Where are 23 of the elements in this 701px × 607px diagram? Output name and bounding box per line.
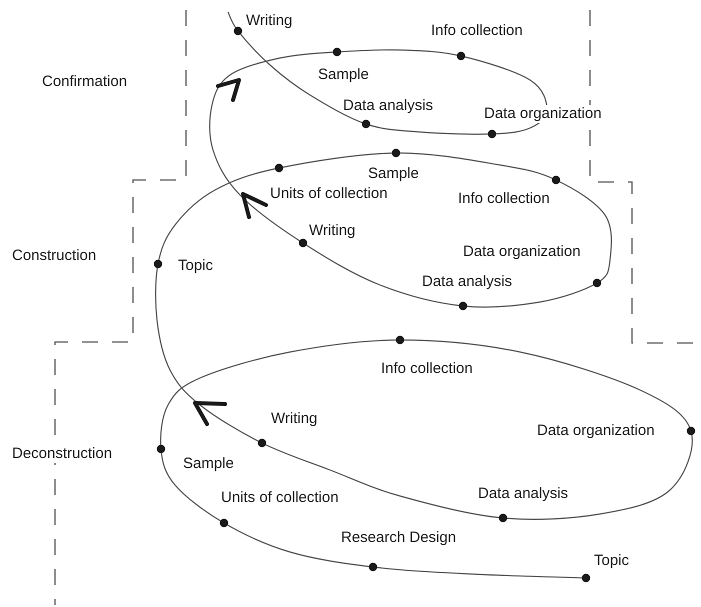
step-label: Sample	[318, 66, 369, 84]
step-label: Topic	[178, 257, 214, 275]
step-label: Units of collection	[270, 185, 388, 203]
step-label: Data analysis	[422, 273, 512, 291]
step-label: Sample	[183, 455, 234, 473]
step-label: Units of collection	[221, 489, 339, 507]
step-label: Info collection	[381, 360, 473, 378]
step-label: Writing	[271, 410, 318, 428]
step-label: Data organization	[463, 243, 581, 261]
step-label: Writing	[246, 12, 292, 30]
step-label: Data organization	[484, 105, 602, 123]
step-label: Research Design	[341, 529, 456, 547]
stage-label: Confirmation	[42, 73, 128, 91]
stage-label: Construction	[12, 247, 96, 265]
step-label: Data analysis	[343, 97, 434, 115]
step-label: Info collection	[431, 22, 523, 40]
step-label: Writing	[309, 222, 356, 240]
step-label: Data analysis	[478, 485, 568, 503]
step-label: Data organization	[537, 422, 655, 440]
stage-label: Deconstruction	[12, 445, 112, 463]
step-label: Sample	[368, 165, 419, 183]
step-label: Info collection	[458, 190, 550, 208]
step-label: Topic	[594, 552, 630, 570]
